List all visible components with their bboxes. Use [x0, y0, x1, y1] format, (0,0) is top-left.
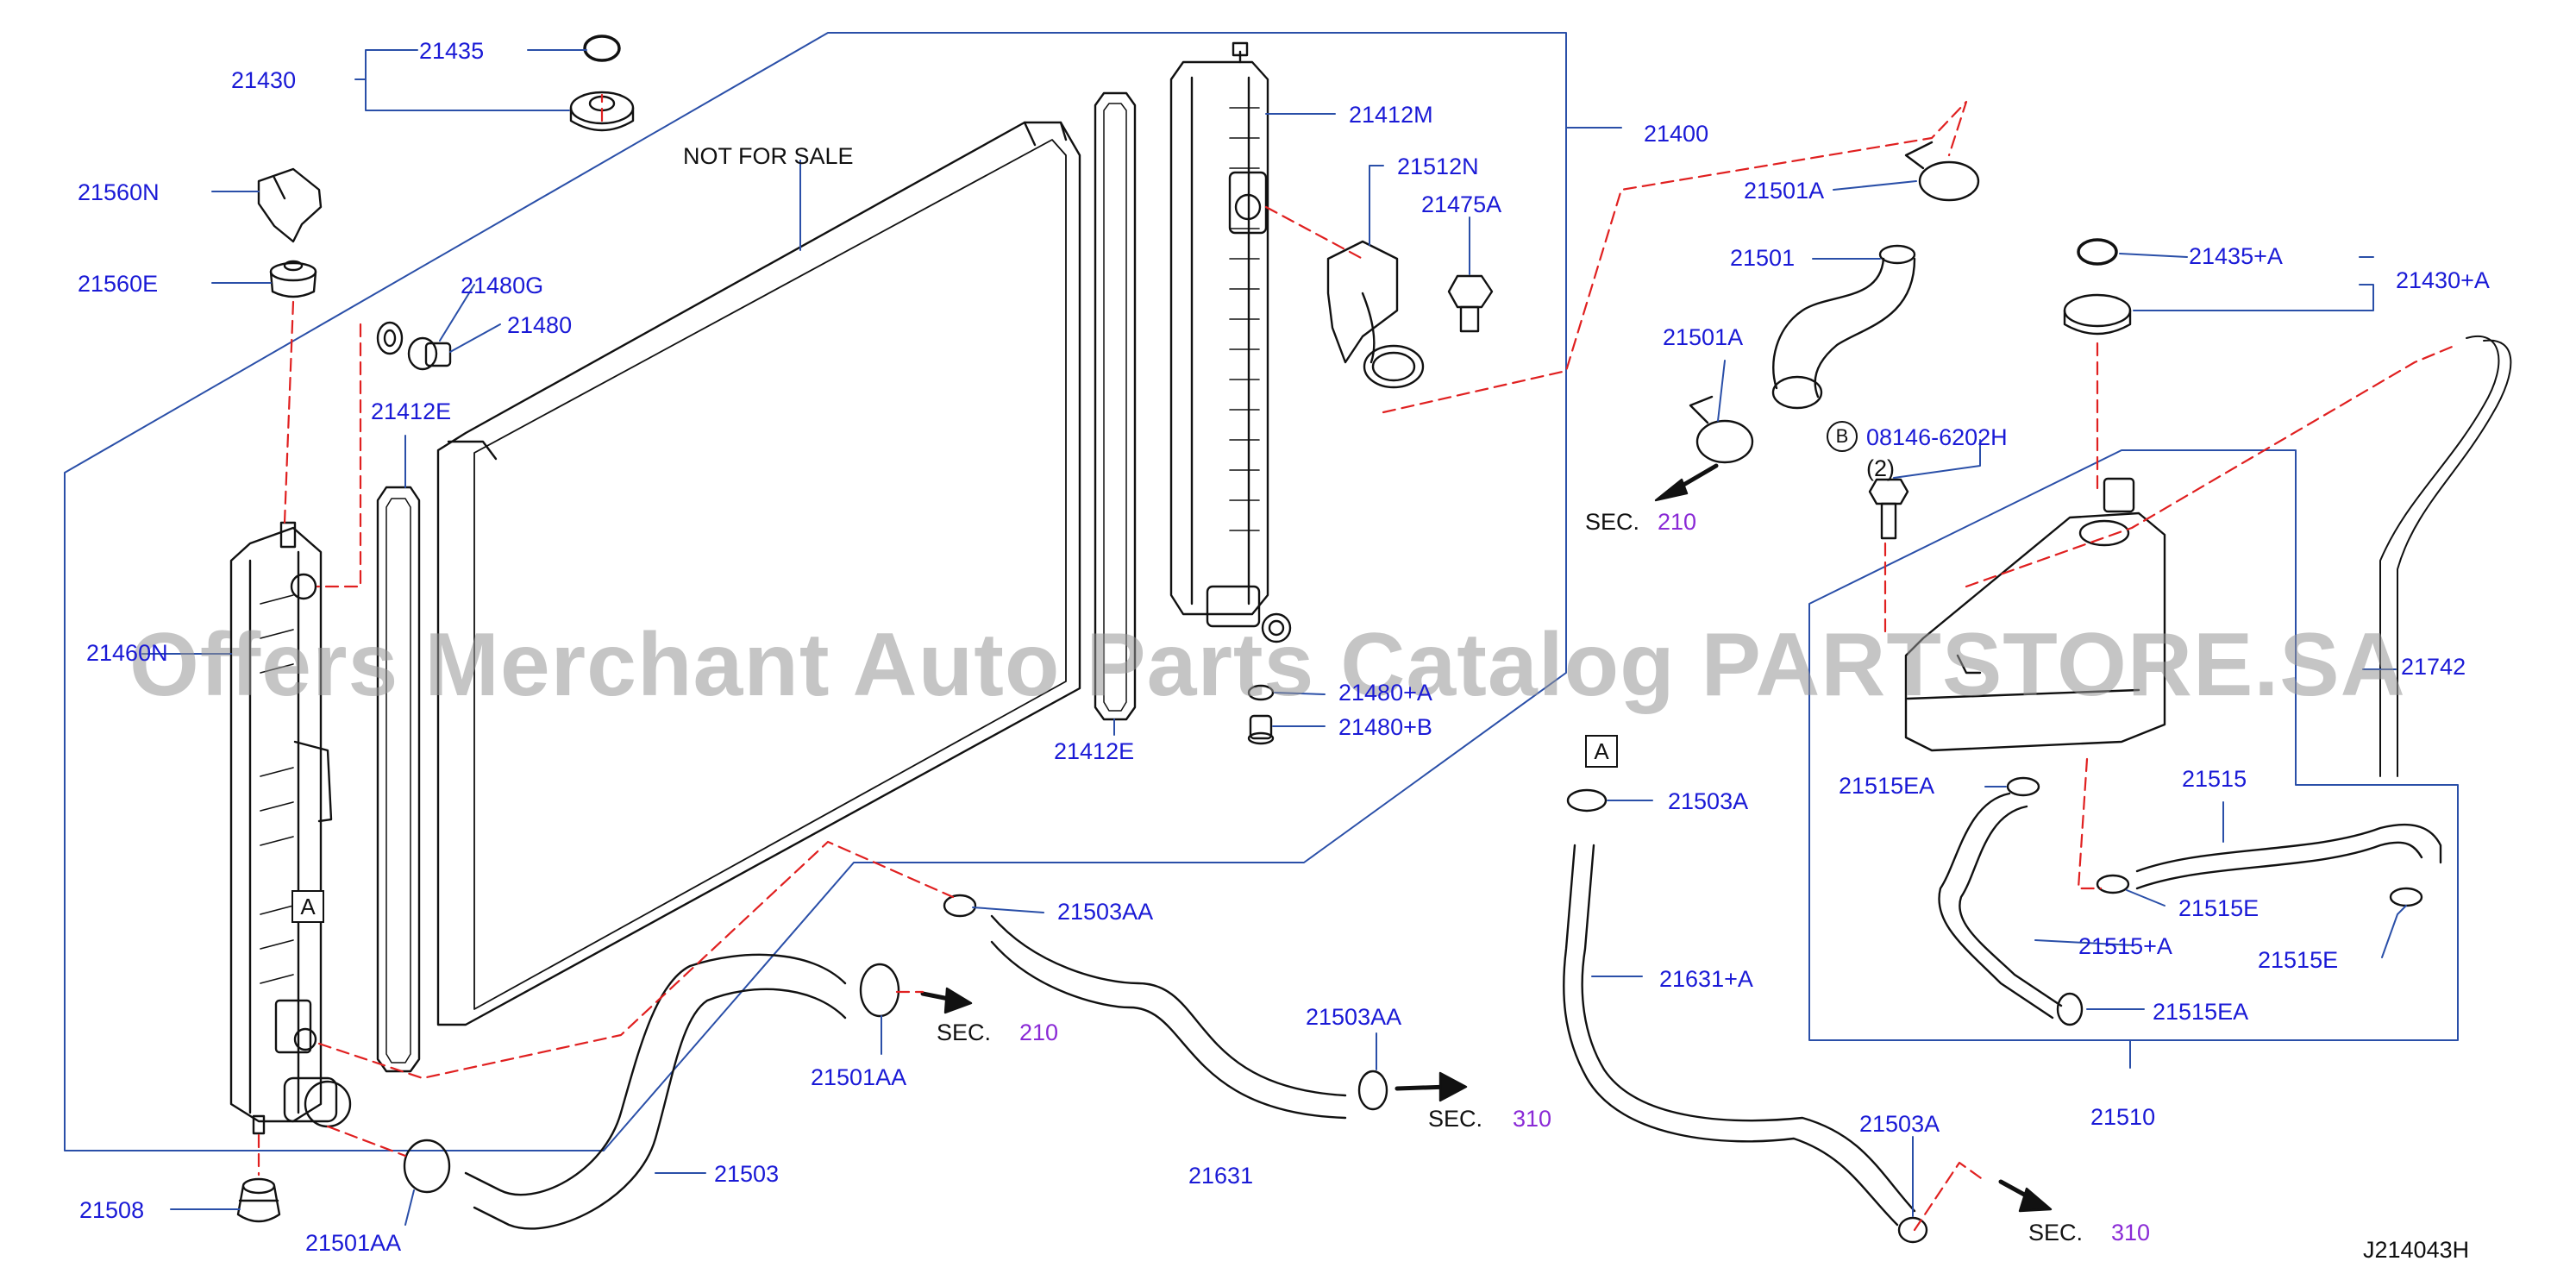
clamp-21503AA-right — [1357, 1070, 1388, 1111]
hose-21501 — [1771, 244, 1916, 410]
label-21400[interactable]: 21400 — [1644, 121, 1709, 147]
hose-21631-plus-A — [1563, 844, 1916, 1227]
clamp-21503AA-top — [943, 894, 977, 918]
sec-prefix-lower: SEC. — [937, 1020, 992, 1045]
hose-21515 — [2135, 823, 2442, 873]
label-21508[interactable]: 21508 — [79, 1197, 145, 1223]
clamp-21503A-bottom — [1897, 1216, 1928, 1244]
label-08146-6202H[interactable]: 08146-6202H — [1866, 424, 2008, 450]
drain-plug-21480 — [407, 336, 452, 371]
label-21480G[interactable]: 21480G — [461, 273, 544, 298]
radiator-core — [436, 121, 1081, 1026]
bracket-21560N — [257, 167, 323, 243]
clamp-21515E-left — [2096, 874, 2130, 894]
sec-prefix-mid: SEC. — [1428, 1106, 1483, 1132]
watermark-text: Offers Merchant Auto Parts Catalog PARTS… — [129, 615, 2406, 715]
label-21503A-bottom[interactable]: 21503A — [1859, 1111, 1940, 1137]
tank-21460N — [229, 521, 352, 1135]
cap-21430A — [2063, 238, 2132, 336]
label-21515EA-top[interactable]: 21515EA — [1839, 773, 1935, 799]
bolt-08146-6202H — [1868, 478, 1909, 540]
mount-21560E — [269, 260, 317, 298]
reservoir-assembly-outline — [1808, 449, 2459, 1041]
label-21515E-left[interactable]: 21515E — [2178, 895, 2259, 921]
sec-prefix-right: SEC. — [2028, 1220, 2084, 1245]
reservoir-tank — [1904, 477, 2166, 752]
clamp-21515EA-bottom — [2056, 992, 2084, 1026]
hose-21742 — [2379, 336, 2500, 777]
label-21435-plus-A[interactable]: 21435+A — [2189, 243, 2283, 269]
label-21501AA-mid[interactable]: 21501AA — [811, 1064, 907, 1090]
clamp-21501AA-mid — [859, 963, 900, 1018]
clamp-21503A-top — [1566, 788, 1608, 813]
clamp-21515E-right — [2389, 887, 2423, 907]
label-21742[interactable]: 21742 — [2401, 654, 2466, 680]
label-21480-plus-B[interactable]: 21480+B — [1338, 714, 1432, 740]
sec-210-lower[interactable]: 210 — [1019, 1020, 1059, 1045]
label-21515EA-bottom[interactable]: 21515EA — [2153, 999, 2249, 1025]
not-for-sale-note: NOT FOR SALE — [683, 143, 854, 169]
label-21412M[interactable]: 21412M — [1349, 102, 1433, 128]
label-21501[interactable]: 21501 — [1730, 245, 1796, 271]
label-21503AA-top[interactable]: 21503AA — [1057, 899, 1154, 925]
bolt-quantity: (2) — [1866, 455, 1895, 481]
label-21510[interactable]: 21510 — [2090, 1104, 2156, 1130]
diagram-code: J214043H — [2363, 1237, 2470, 1263]
sec-310-mid[interactable]: 310 — [1513, 1106, 1552, 1132]
label-21501AA-bottom[interactable]: 21501AA — [305, 1230, 402, 1256]
hose-21503 — [464, 953, 847, 1230]
label-21503AA-right[interactable]: 21503AA — [1306, 1004, 1402, 1030]
label-21503[interactable]: 21503 — [714, 1161, 780, 1187]
label-21480-plus-A[interactable]: 21480+A — [1338, 680, 1432, 706]
label-21515[interactable]: 21515 — [2182, 766, 2247, 792]
sec-prefix-upper: SEC. — [1585, 509, 1640, 535]
label-21560N[interactable]: 21560N — [78, 179, 160, 205]
label-21475A[interactable]: 21475A — [1421, 191, 1502, 217]
label-21503A-top[interactable]: 21503A — [1668, 788, 1749, 814]
tank-21412M — [1169, 41, 1292, 643]
label-21515E-right[interactable]: 21515E — [2258, 947, 2339, 973]
clamp-21501A-mid — [1689, 395, 1754, 464]
drain-plug-21480B — [1247, 684, 1275, 745]
label-21631-plus-A[interactable]: 21631+A — [1659, 966, 1753, 992]
label-21435[interactable]: 21435 — [419, 38, 485, 64]
clamp-21501A-top — [1904, 141, 1980, 202]
label-21412E-right[interactable]: 21412E — [1054, 738, 1135, 764]
label-21631[interactable]: 21631 — [1188, 1163, 1254, 1189]
radiator-assembly-outline — [64, 32, 1567, 1151]
ref-box-a-right: A — [1585, 735, 1618, 768]
sec-310-right[interactable]: 310 — [2111, 1220, 2151, 1245]
label-21430[interactable]: 21430 — [231, 67, 297, 93]
bolt-marker-b: B — [1827, 421, 1858, 452]
bolt-21475A — [1447, 274, 1494, 333]
label-21460N[interactable]: 21460N — [86, 640, 168, 666]
label-21412E-left[interactable]: 21412E — [371, 398, 452, 424]
label-21560E[interactable]: 21560E — [78, 271, 159, 297]
seal-21412E-right — [1094, 91, 1137, 721]
hose-21515-plus-A — [1938, 792, 2054, 1020]
label-21515-plus-A[interactable]: 21515+A — [2078, 933, 2172, 959]
water-outlet-21512N — [1326, 240, 1425, 389]
label-21430-plus-A[interactable]: 21430+A — [2396, 267, 2490, 293]
clamp-21515EA-top — [2006, 776, 2040, 797]
ref-box-a-left: A — [291, 890, 324, 923]
washer-21480G — [376, 321, 404, 355]
label-21501A-top[interactable]: 21501A — [1744, 178, 1825, 204]
clamp-21501AA-bottom — [403, 1139, 451, 1194]
mount-21508 — [236, 1177, 281, 1223]
label-21501A-mid[interactable]: 21501A — [1663, 324, 1744, 350]
sec-210-upper[interactable]: 210 — [1658, 509, 1697, 535]
label-21480[interactable]: 21480 — [507, 312, 573, 338]
label-21512N[interactable]: 21512N — [1397, 154, 1479, 179]
seal-21412E-left — [376, 486, 421, 1073]
hose-21631 — [990, 914, 1347, 1120]
